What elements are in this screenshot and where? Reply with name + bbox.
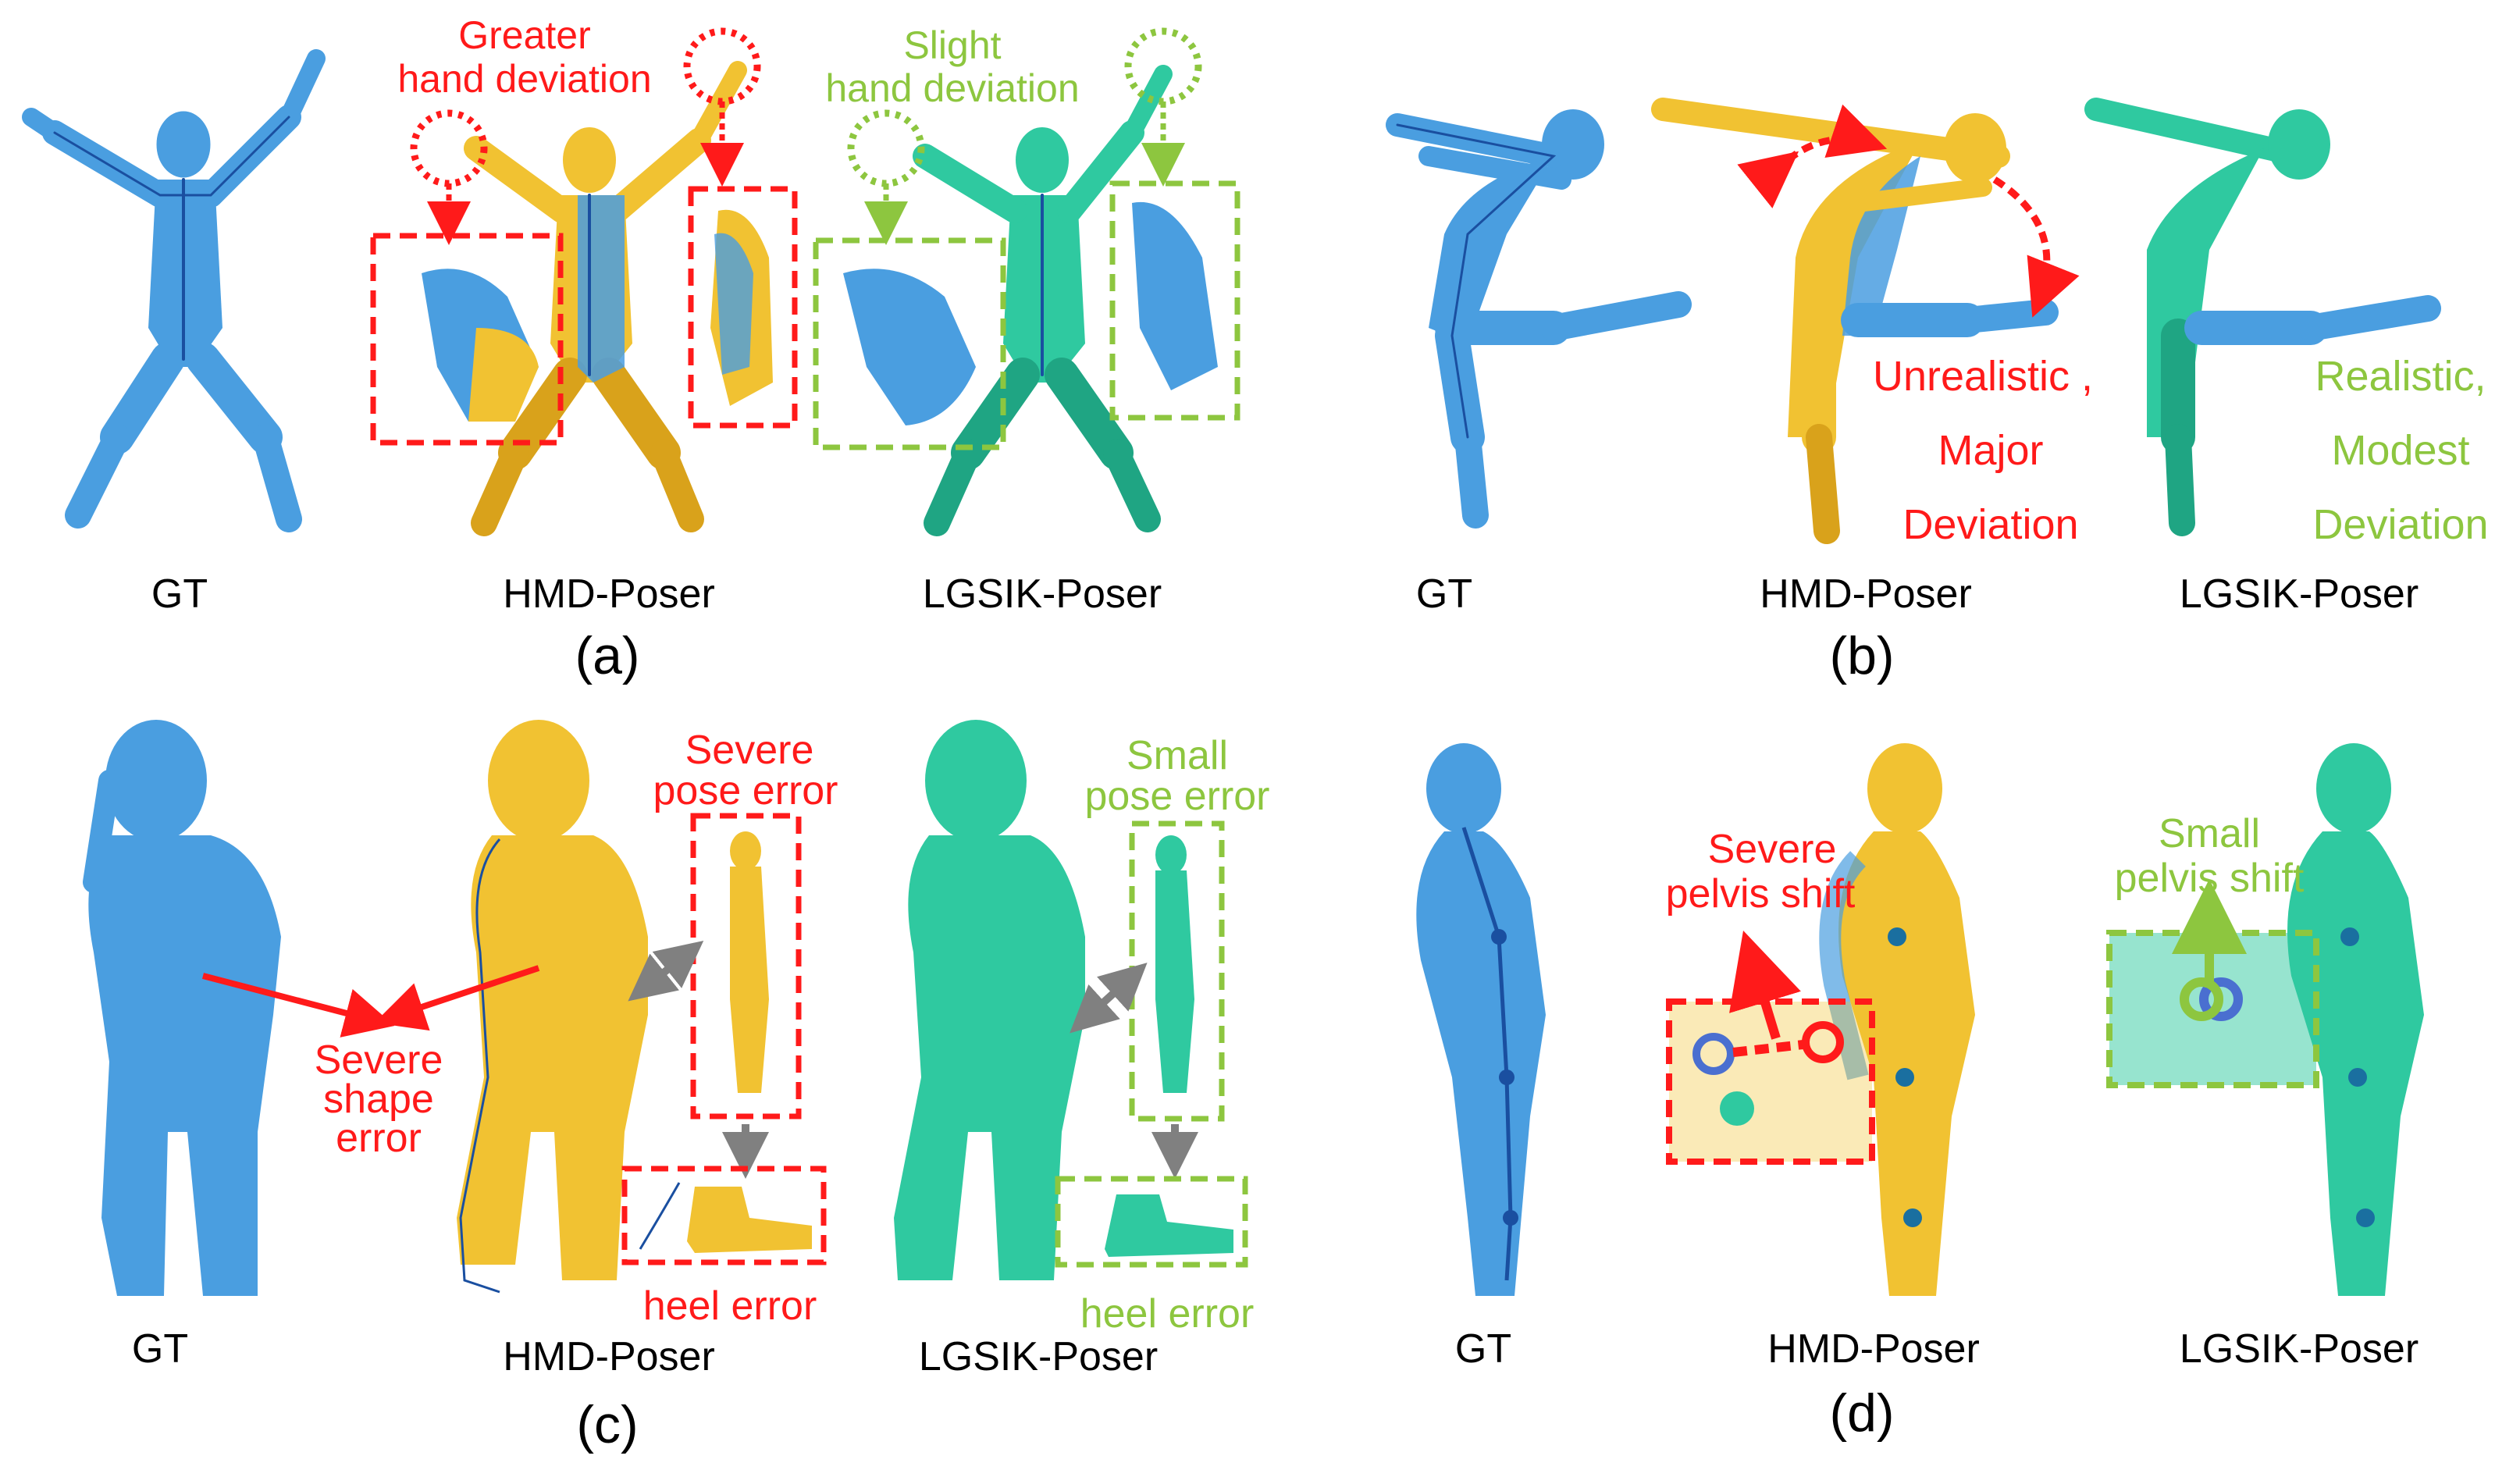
annotation-lgsik-b-line3: Deviation [2312, 501, 2488, 548]
panel-caption-b: (b) [1829, 626, 1894, 685]
panel-b: Unrealistic , Major Deviation Realistic,… [1386, 98, 2489, 685]
panel-d: Severe pelvis shift Small pelvis shift G… [1416, 743, 2424, 1443]
lgsik-figure-c [894, 720, 1085, 1280]
annotation-hmd-d-line2: pelvis shift [1666, 871, 1856, 917]
lgsik-figure-d [2287, 743, 2424, 1296]
hmd-figure-d [1819, 743, 1975, 1296]
annotation-lgsik-b-line2: Modest [2331, 427, 2469, 474]
method-label-gt-b: GT [1416, 571, 1472, 617]
method-label-lgsik-a: LGSIK-Poser [923, 571, 1162, 617]
hmd-figure-a [464, 61, 747, 536]
annotation-lgsik-pose-line1: Small [1127, 733, 1228, 778]
annotation-lgsik-d-line2: pelvis shift [2115, 856, 2305, 901]
lgsik-hand-annotations-a [813, 27, 1240, 450]
method-label-lgsik-d: LGSIK-Poser [2180, 1326, 2419, 1372]
lgsik-figure-a [913, 65, 1173, 536]
panel-caption-d: (d) [1829, 1383, 1894, 1443]
method-label-hmd-d: HMD-Poser [1767, 1326, 1980, 1372]
annotation-hmd-b-line2: Major [1938, 427, 2043, 474]
annotation-hmd-b-line3: Deviation [1902, 501, 2078, 548]
hmd-pose-closeup-c [621, 813, 827, 1265]
annotation-lgsik-d-line1: Small [2159, 811, 2260, 856]
annotation-hmd-d-line1: Severe [1708, 827, 1837, 872]
hmd-deviation-arrows-b [1737, 104, 2080, 318]
method-label-hmd-a: HMD-Poser [503, 571, 715, 617]
annotation-hmd-pose-line2: pose error [653, 768, 838, 813]
method-label-hmd-c: HMD-Poser [503, 1334, 715, 1379]
annotation-lgsik-pose-line2: pose error [1085, 774, 1270, 819]
method-label-gt-d: GT [1455, 1326, 1511, 1372]
method-label-hmd-b: HMD-Poser [1760, 571, 1972, 617]
hmd-hand-closeups-a [422, 209, 773, 422]
annotation-hmd-b-line1: Unrealistic , [1873, 353, 2093, 400]
panel-a: Greater hand deviation Slight hand devia… [22, 13, 1240, 685]
annotation-hmd-pose-line1: Severe [685, 728, 814, 773]
method-label-lgsik-b: LGSIK-Poser [2180, 571, 2419, 617]
annotation-hmd-heel: heel error [643, 1283, 817, 1329]
annotation-shape-line2: shape [323, 1077, 434, 1122]
gt-figure-b [1386, 109, 1692, 529]
panel-caption-a: (a) [575, 626, 639, 685]
panel-c: Severe shape error Severe pose error hee… [83, 720, 1270, 1454]
gt-figure-c [83, 720, 281, 1296]
gt-figure-d [1416, 743, 1546, 1296]
lgsik-pelvis-closeup-d [2106, 879, 2319, 1088]
hmd-pelvis-closeup-d [1666, 931, 1875, 1165]
method-label-gt-c: GT [132, 1326, 188, 1372]
annotation-shape-line3: error [336, 1116, 422, 1161]
shape-error-arrows-c [201, 965, 540, 1038]
hmd-figure-c [457, 720, 648, 1294]
gt-figure-a [22, 49, 326, 532]
annotation-lgsik-a-line2: hand deviation [825, 66, 1079, 110]
method-label-gt-a: GT [151, 571, 208, 617]
annotation-shape-line1: Severe [315, 1038, 443, 1083]
annotation-hmd-a-line2: hand deviation [397, 57, 651, 101]
annotation-lgsik-a-line1: Slight [903, 23, 1001, 67]
annotation-lgsik-b-line1: Realistic, [2315, 353, 2486, 400]
lgsik-hand-closeups-a [843, 201, 1218, 425]
lgsik-pose-closeup-c [1055, 820, 1248, 1268]
annotation-lgsik-heel: heel error [1080, 1291, 1255, 1337]
hmd-hand-annotations-a [370, 27, 798, 446]
method-label-lgsik-c: LGSIK-Poser [919, 1334, 1158, 1379]
panel-caption-c: (c) [576, 1395, 638, 1454]
annotation-hmd-a-line1: Greater [458, 13, 591, 57]
lgsik-figure-b [2084, 98, 2441, 536]
